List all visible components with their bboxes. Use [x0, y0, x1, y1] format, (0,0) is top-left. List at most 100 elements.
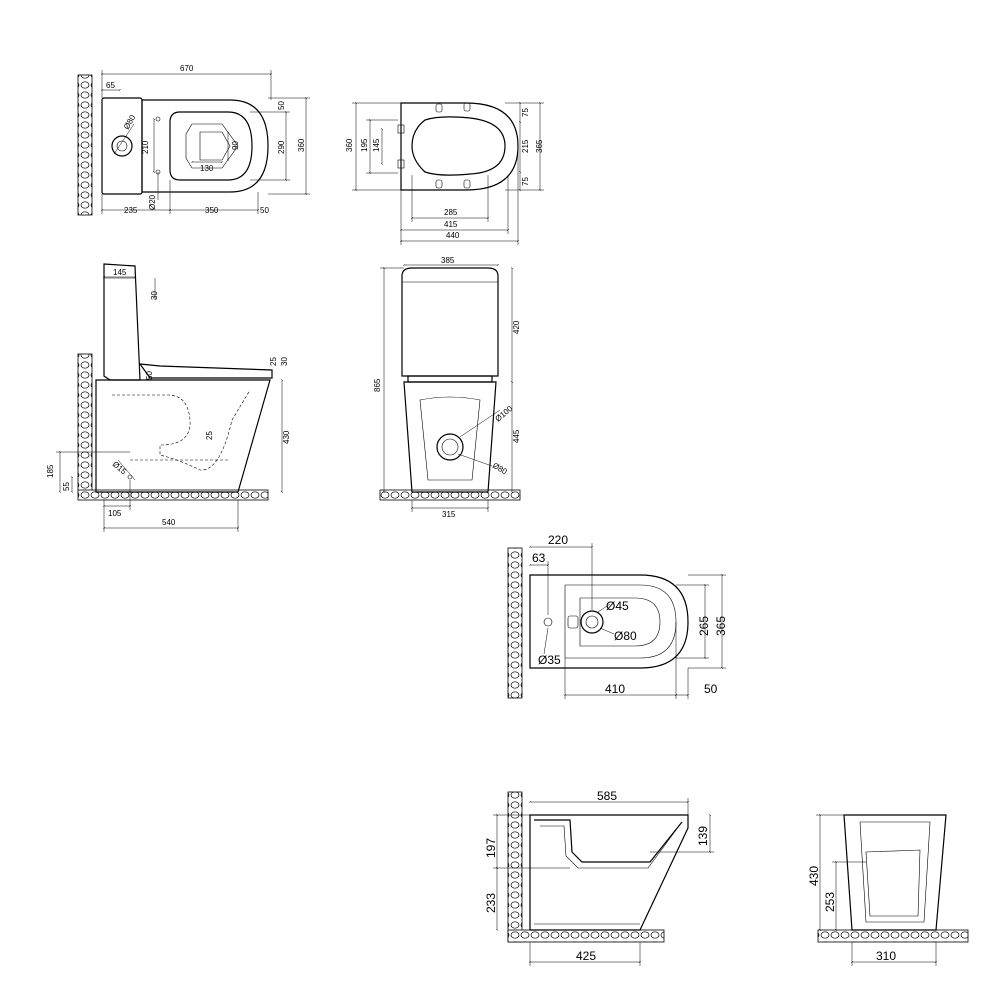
seat-outline	[400, 102, 519, 191]
dim-63: 63	[532, 551, 546, 565]
dim-415: 415	[444, 220, 458, 229]
dim-25-seat: 25	[269, 357, 278, 366]
dim-285: 285	[444, 208, 458, 217]
dim-215: 215	[521, 139, 530, 153]
wall-hatch-side	[77, 353, 93, 495]
bumper-2	[463, 102, 471, 112]
bidet-front-outline	[843, 814, 947, 931]
bidet-front-inner	[859, 821, 931, 923]
flush-button	[111, 135, 133, 157]
bowl-outline	[141, 99, 269, 193]
dim-65: 65	[106, 81, 115, 90]
tank-base	[407, 375, 493, 383]
dim-360: 360	[297, 138, 306, 152]
dim-385: 385	[441, 256, 455, 265]
dim-310: 310	[876, 949, 896, 963]
seat-opening	[169, 111, 253, 181]
dim-425: 425	[576, 949, 596, 963]
dim-670: 670	[180, 64, 194, 73]
bowl-front-inner	[419, 396, 481, 481]
dim-30-seat: 30	[280, 357, 289, 366]
dim-55: 55	[62, 482, 71, 491]
dim-145-side: 145	[113, 268, 127, 277]
bidet-side-inner	[534, 819, 683, 863]
dim-440: 440	[446, 231, 460, 240]
bowl-front	[403, 381, 497, 493]
dim-d45: Ø45	[606, 599, 629, 613]
hinge-top	[397, 124, 405, 134]
bidet-top-outline	[529, 574, 689, 669]
dim-d100: Ø100	[494, 404, 515, 424]
bumper-4	[463, 179, 471, 189]
bidet-inlet	[543, 617, 553, 627]
inlet-hole	[127, 474, 133, 480]
bidet-top-basin	[579, 597, 661, 647]
wc-top-view: 670 65 Ø80 210 130 90 290 360 50 235 Ø20…	[77, 64, 310, 216]
bidet-side-inner2	[540, 825, 677, 869]
dim-d80-front: Ø80	[491, 461, 509, 477]
dim-50-seat: 50	[145, 371, 154, 380]
dim-50-bidet: 50	[704, 682, 718, 696]
bowl-inner	[185, 123, 239, 169]
wall-hatch	[77, 74, 93, 216]
bowl-center	[199, 131, 231, 161]
dim-50-bottom: 50	[260, 206, 269, 215]
dim-865: 865	[373, 378, 382, 392]
bumper-1	[435, 103, 443, 113]
dim-50-right: 50	[277, 101, 286, 110]
dim-233: 233	[484, 893, 498, 913]
dim-410: 410	[605, 682, 625, 696]
dim-360-seat: 360	[345, 138, 354, 152]
bidet-tap-hole	[567, 615, 579, 629]
dim-365-bidet: 365	[714, 616, 728, 636]
dim-197: 197	[484, 838, 498, 858]
floor-hatch-front	[379, 489, 521, 501]
floor-hatch-bidet-side	[507, 929, 665, 943]
wall-hatch-bidet-top	[507, 547, 523, 699]
dim-585: 585	[597, 789, 617, 803]
fix-hole-top	[155, 116, 161, 122]
dim-265: 265	[697, 616, 711, 636]
dim-30-tank: 30	[150, 291, 159, 300]
dim-253: 253	[823, 892, 837, 912]
dim-130: 130	[200, 164, 214, 173]
bowl-body-side	[95, 379, 271, 493]
dim-75-bottom: 75	[521, 177, 530, 186]
flush-button-inner	[116, 140, 128, 152]
wc-front-view: 385 420 865 Ø100 445 Ø80 315	[373, 256, 521, 519]
bidet-side-view: 585 139 197 233 425	[484, 789, 714, 966]
seat-side	[138, 363, 273, 379]
dim-365: 365	[535, 139, 544, 153]
dim-90: 90	[231, 141, 240, 150]
floor-hatch-side	[77, 489, 269, 501]
seat-inner	[411, 116, 506, 176]
bidet-top-inner	[564, 584, 677, 659]
dim-d80: Ø80	[122, 113, 138, 131]
dim-540: 540	[162, 518, 176, 527]
dim-145: 145	[372, 138, 381, 152]
bumper-3	[435, 179, 443, 189]
wall-hatch-bidet-side	[507, 791, 523, 943]
bidet-front-view: 430 253 310	[807, 813, 969, 966]
bidet-drain-outer	[580, 610, 604, 634]
dim-d80-bidet: Ø80	[614, 629, 637, 643]
trap-hidden	[112, 389, 251, 471]
dim-420: 420	[512, 320, 521, 334]
outlet-outer	[436, 433, 464, 461]
dim-350: 350	[205, 206, 219, 215]
seat-top-view: 360 195 145 75 215 365 75 285 415 440	[345, 101, 544, 245]
dim-105: 105	[108, 509, 122, 518]
dim-139: 139	[696, 826, 710, 846]
dim-25-trap: 25	[205, 431, 214, 440]
dim-75-top: 75	[521, 108, 530, 117]
dim-d35: Ø35	[538, 653, 561, 667]
bidet-front-basin	[865, 849, 921, 917]
wc-side-view: 145 30 50 25 30 430 25 Ø15 185 55 105 54…	[46, 263, 291, 532]
dim-290: 290	[277, 140, 286, 154]
hinge-bottom	[397, 159, 405, 169]
dim-430-side: 430	[282, 430, 291, 444]
dim-195: 195	[360, 138, 369, 152]
dim-315: 315	[442, 510, 456, 519]
dim-d20: Ø20	[148, 194, 157, 210]
